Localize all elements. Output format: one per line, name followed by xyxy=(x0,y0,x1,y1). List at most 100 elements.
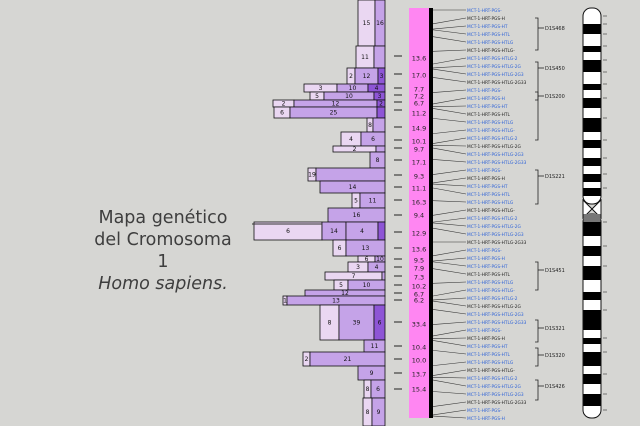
connector-line xyxy=(432,415,467,419)
pink-interval-value: 13.7 xyxy=(412,370,426,378)
ideogram-centromere xyxy=(582,198,602,220)
marker-label: MCT-1-HRT-PGS-HTLG xyxy=(467,40,513,46)
histogram-bar-label: 1 xyxy=(283,298,287,305)
ideogram-band xyxy=(583,60,601,72)
connector-line xyxy=(432,118,467,123)
marker-label: MCT-1-HRT-PGS-HTLG-2G xyxy=(467,304,521,310)
histogram-bar xyxy=(372,117,386,133)
marker-label: MCT-1-HRT-PGS-HTL xyxy=(467,192,511,198)
histogram-bar xyxy=(309,351,386,367)
pink-interval-value: 10.1 xyxy=(412,137,426,145)
histogram-bar-label: 21 xyxy=(344,356,352,363)
marker-label: MCT-1-HRT-PGS-HTLG-2G3 xyxy=(467,232,524,238)
bracket-label: D1S200 xyxy=(545,94,565,100)
histogram-bar-label: 5 xyxy=(339,282,343,289)
histogram-bar-label: 8 xyxy=(366,409,370,416)
histogram-bar-label: 3 xyxy=(319,85,323,92)
bracket-label: D1S426 xyxy=(545,384,565,390)
bracket-label: D1S320 xyxy=(545,353,565,359)
title-line-3: 1 xyxy=(157,252,169,272)
histogram-bar-label: 10 xyxy=(376,256,384,263)
connector-line xyxy=(432,25,467,30)
marker-labels: MCT-1-HRT-PGS- MCT-1-HRT-PGS-H MCT-1-HRT-P… xyxy=(467,8,527,422)
histogram-bar-label: 2 xyxy=(349,73,353,80)
pink-interval-value: 11.1 xyxy=(412,184,426,192)
histogram-bar xyxy=(373,45,386,69)
connector-line xyxy=(432,169,467,175)
ideogram-band xyxy=(583,140,601,148)
pink-interval-value: 13.6 xyxy=(412,245,426,253)
connector-line xyxy=(432,129,467,134)
pink-interval-value: 17.0 xyxy=(412,71,426,79)
pink-interval-value: 15.4 xyxy=(412,385,426,393)
connector-line xyxy=(432,65,467,69)
pink-interval-value: 9.7 xyxy=(414,145,424,153)
title-line-2: del Cromosoma xyxy=(94,230,232,250)
ideogram-band xyxy=(583,292,601,300)
connector-line xyxy=(432,17,467,25)
chromosome-title: Mapa genético del Cromosoma 1 Homo sapie… xyxy=(78,207,248,295)
connector-line xyxy=(432,289,467,297)
histogram-bar-label: 2 xyxy=(282,101,286,108)
marker-label: MCT-1-HRT-PGS-HT xyxy=(467,184,508,190)
pink-interval-value: 6.7 xyxy=(414,99,424,107)
connector-line xyxy=(432,145,467,147)
connector-line xyxy=(432,268,467,275)
histogram-bar-label: 6 xyxy=(371,136,375,143)
histogram-bar xyxy=(376,106,386,119)
histogram-bar-label: 8 xyxy=(368,122,372,129)
connector-line xyxy=(432,257,467,262)
connector-line xyxy=(432,159,467,163)
marker-label: MCT-1-HRT-PGS- xyxy=(467,248,502,254)
histogram-bar-label: 5 xyxy=(315,93,319,100)
ideogram-band xyxy=(583,46,601,52)
connector-line xyxy=(432,105,467,107)
connector-line xyxy=(432,68,467,75)
connector-line xyxy=(432,261,467,267)
histogram-bar-label: 13 xyxy=(332,298,340,305)
marker-label: MCT-1-HRT-PGS-HTLG- xyxy=(467,208,515,214)
pink-interval-value: 10.2 xyxy=(412,282,426,290)
pink-interval-value: 16.3 xyxy=(412,198,426,206)
histogram-bar-label: 5 xyxy=(354,198,358,205)
connector-line xyxy=(432,183,467,187)
pink-interval-value: 33.4 xyxy=(412,320,426,328)
marker-label: MCT-1-HRT-PGS-HTLG-2 xyxy=(467,216,518,222)
histogram-bar-label: 4 xyxy=(349,136,353,143)
marker-brackets: D1S468D1S450D1S200D1S221D1S451D1S321D1S3… xyxy=(535,17,565,401)
connector-line xyxy=(432,401,467,407)
histogram-bar xyxy=(375,145,386,153)
marker-label: MCT-1-HRT-PGS-H xyxy=(467,176,505,182)
histogram-bar-label: 39 xyxy=(353,320,361,327)
connector-line xyxy=(432,89,467,93)
pink-interval-value: 14.9 xyxy=(412,124,426,132)
marker-label: MCT-1-HRT-PGS-H xyxy=(467,96,505,102)
pink-interval-value: 7.3 xyxy=(414,273,424,281)
marker-label: MCT-1-HRT-PGS-HTLG-2G33 xyxy=(467,240,527,246)
histogram-bar-label: 19 xyxy=(308,172,316,179)
connector-line xyxy=(432,200,467,203)
pink-interval-value: 9.4 xyxy=(414,211,424,219)
ideogram-band xyxy=(583,158,601,166)
connector-line xyxy=(432,281,467,284)
connector-line xyxy=(432,222,467,227)
marker-label: MCT-1-HRT-PGS-HTLG- xyxy=(467,368,515,374)
histogram-bar-label: 2 xyxy=(379,101,383,108)
chromosome-ideogram xyxy=(582,7,607,419)
marker-label: MCT-1-HRT-PGS-HTLG-2G3 xyxy=(467,72,524,78)
marker-label: MCT-1-HRT-PGS-HTLG-2G3 xyxy=(467,392,524,398)
marker-label: MCT-1-HRT-PGS-HTLG xyxy=(467,120,513,126)
pink-interval-value: 9.5 xyxy=(414,256,424,264)
pink-interval-value: 9.3 xyxy=(414,172,424,180)
histogram-bar xyxy=(338,304,375,341)
connector-line xyxy=(432,177,467,184)
histogram-bar-label: 8 xyxy=(366,386,370,393)
connector-line xyxy=(432,391,467,395)
pink-interval-value: 13.6 xyxy=(412,54,426,62)
histogram-bar-label: 6 xyxy=(376,386,380,393)
pink-interval-value: 7.7 xyxy=(414,85,424,93)
ideogram-band xyxy=(583,266,601,280)
marker-label: MCT-1-HRT-PGS-HT xyxy=(467,104,508,110)
marker-label: MCT-1-HRT-PGS- xyxy=(467,328,502,334)
